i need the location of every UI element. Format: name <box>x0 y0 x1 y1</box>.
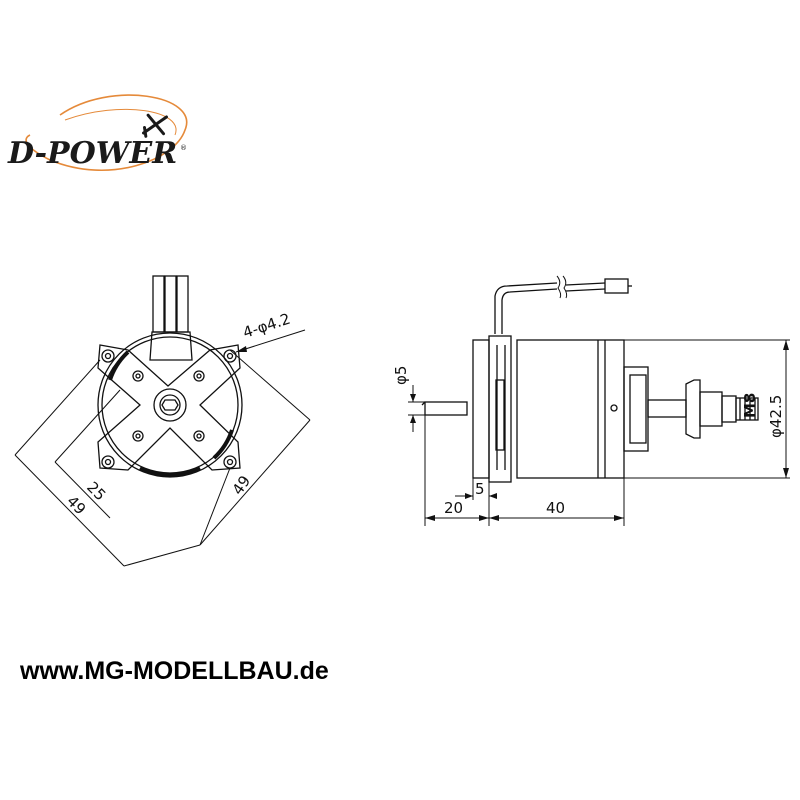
x-mount <box>97 344 241 471</box>
trademark-mark: ® <box>180 144 187 152</box>
length-body-label: 40 <box>546 499 565 517</box>
logo-swoosh <box>25 94 188 171</box>
mount-plate <box>472 339 490 479</box>
length-flange-label: 5 <box>475 480 485 498</box>
side-view-labels: φ5 φ42.5 M8 20 5 40 <box>392 366 785 517</box>
prop-adapter <box>685 379 701 439</box>
wire-bundle <box>149 275 193 361</box>
shaft-right <box>647 399 687 418</box>
logo-text: D-POWER <box>7 136 177 171</box>
dim-outer-right-label: 49 <box>229 472 255 498</box>
side-view <box>408 275 790 526</box>
center-hub <box>153 388 187 422</box>
length-shaft-label: 20 <box>444 499 463 517</box>
dim-inner-label: 25 <box>83 478 109 504</box>
front-view-labels: 4-φ4.2 25 49 49 <box>63 310 292 519</box>
dim-outer-left-label: 49 <box>63 492 89 518</box>
airplane-icon <box>142 113 168 138</box>
logo-swoosh-inner <box>64 108 177 136</box>
front-view <box>14 275 311 567</box>
shaft-left <box>424 401 468 416</box>
thread-label: M8 <box>741 393 759 418</box>
shaft-diameter-label: φ5 <box>392 366 410 385</box>
hole-spec-label: 4-φ4.2 <box>241 310 293 342</box>
cable-connector <box>604 278 629 294</box>
motor-body <box>516 339 625 479</box>
motor-cable <box>494 282 558 334</box>
motor-can <box>97 332 243 478</box>
website-url: www.MG-MODELLBAU.de <box>20 657 329 685</box>
brand-logo: D-POWER ® <box>7 94 188 171</box>
motor-diameter-label: φ42.5 <box>767 395 785 438</box>
